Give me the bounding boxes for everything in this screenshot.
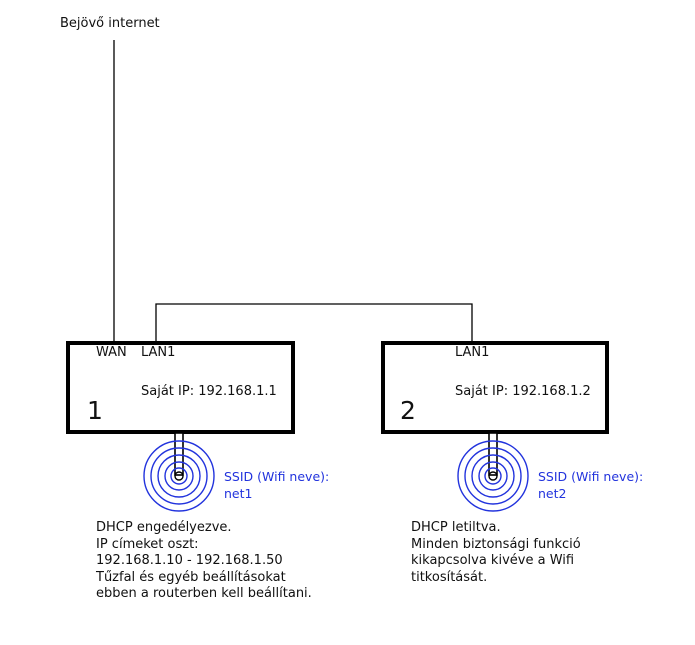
router-1-ssid-name: net1 — [224, 485, 253, 501]
incoming-internet-label: Bejövő internet — [60, 16, 160, 31]
router-1-note-line: Tűzfal és egyéb beállításokat — [96, 569, 286, 585]
router-2 — [381, 341, 609, 434]
router-1-note-line: DHCP engedélyezve. — [96, 520, 232, 535]
router-1-note-line: 192.168.1.10 - 192.168.1.50 — [96, 553, 283, 568]
router-1-wifi-icon — [143, 432, 215, 512]
router-2-ssid-caption: SSID (Wifi neve): — [538, 469, 644, 484]
router-1-ssid: SSID (Wifi neve): net1 — [224, 469, 329, 502]
router-1-ip: Saját IP: 192.168.1.1 — [141, 384, 277, 399]
router-1-lan-port: LAN1 — [141, 345, 176, 360]
router-2-ssid-name: net2 — [538, 485, 567, 501]
router-2-note-line: Minden biztonsági funkció — [411, 536, 581, 552]
router-1 — [66, 341, 295, 434]
router-2-number: 2 — [400, 396, 416, 425]
lan-link-cable — [155, 303, 473, 342]
router-2-antenna — [488, 432, 498, 476]
router-1-wan-port: WAN — [96, 345, 127, 360]
router-2-note-line: DHCP letiltva. — [411, 520, 501, 535]
router-1-antenna — [174, 432, 184, 476]
router-2-ssid: SSID (Wifi neve): net2 — [538, 469, 643, 502]
router-2-wifi-icon — [457, 432, 529, 512]
router-2-notes: DHCP letiltva. Minden biztonsági funkció… — [411, 520, 581, 586]
router-2-lan-port: LAN1 — [455, 345, 490, 360]
router-1-notes: DHCP engedélyezve. IP címeket oszt: 192.… — [96, 520, 312, 603]
router-2-note-line: kikapcsolva kivéve a Wifi — [411, 553, 575, 568]
router-1-note-line: ebben a routerben kell beállítani. — [96, 586, 312, 601]
router-1-note-line: IP címeket oszt: — [96, 536, 199, 552]
router-2-note-line: titkosítását. — [411, 569, 488, 585]
router-1-number: 1 — [87, 396, 103, 425]
router-1-ssid-caption: SSID (Wifi neve): — [224, 469, 330, 484]
router-2-ip: Saját IP: 192.168.1.2 — [455, 384, 591, 399]
